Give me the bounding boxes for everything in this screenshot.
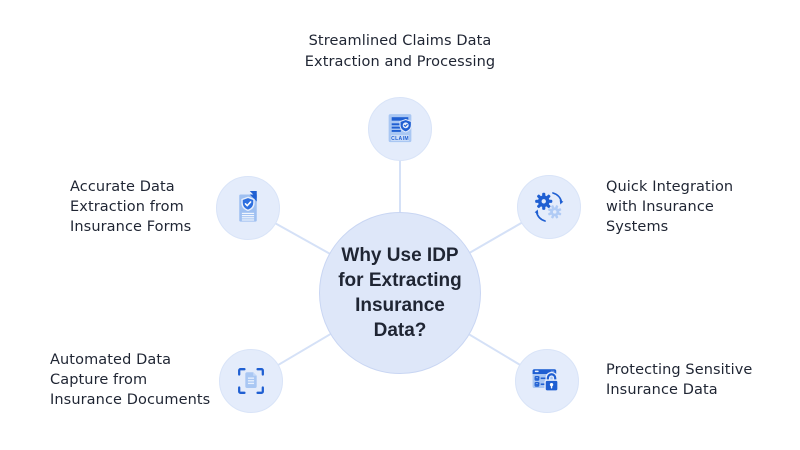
node-circle-protecting-data — [515, 349, 579, 413]
claim-badge-text: CLAIM — [391, 136, 409, 142]
sync-gears-icon — [534, 192, 564, 222]
node-circle-streamlined-claims: CLAIM — [368, 97, 432, 161]
secure-lock-icon — [532, 369, 559, 392]
node-label-automated-capture: Automated Data Capture from Insurance Do… — [50, 352, 211, 408]
node-label-streamlined-claims: Streamlined Claims Data Extraction and P… — [304, 33, 496, 70]
scan-document-icon — [238, 368, 264, 394]
node-circle-automated-capture — [219, 349, 283, 413]
center-title: Why Use IDP for Extracting Insurance Dat… — [338, 244, 462, 342]
node-label-accurate-extraction: Accurate Data Extraction from Insurance … — [70, 179, 192, 235]
node-label-protecting-data: Protecting Sensitive Insurance Data — [606, 362, 753, 398]
center-topic-circle: Why Use IDP for Extracting Insurance Dat… — [319, 212, 481, 374]
node-circle-quick-integration — [517, 175, 581, 239]
node-label-quick-integration: Quick Integration with Insurance Systems — [606, 179, 734, 235]
node-circle-accurate-extraction — [216, 176, 280, 240]
claim-document-icon: CLAIM — [388, 114, 412, 143]
shield-document-icon — [239, 190, 257, 222]
